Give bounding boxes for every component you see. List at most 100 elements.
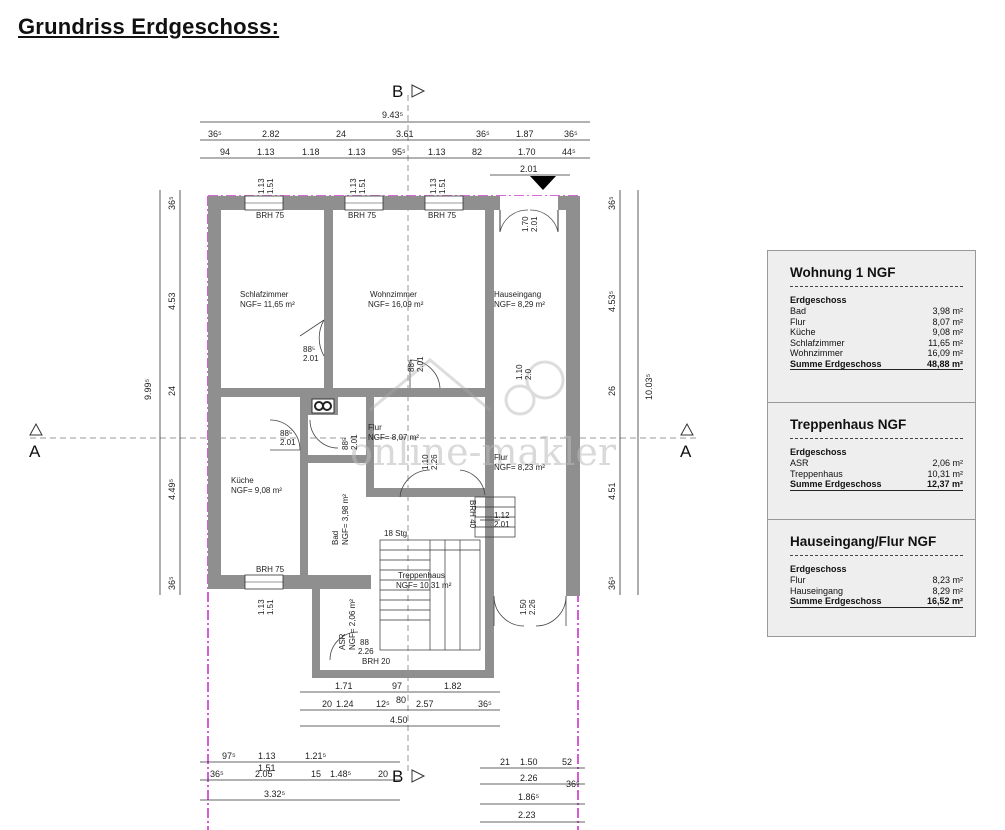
room-area: NGF= 10,31 m² [396, 581, 452, 590]
dimension-lines [159, 121, 639, 823]
svg-text:1.51: 1.51 [266, 599, 275, 615]
svg-text:1.51: 1.51 [258, 763, 276, 773]
svg-text:4.49⁵: 4.49⁵ [167, 478, 177, 500]
svg-text:52: 52 [562, 757, 572, 767]
svg-text:2.23: 2.23 [518, 810, 536, 820]
svg-text:1.70: 1.70 [521, 216, 530, 232]
room-name: Flur [368, 423, 382, 432]
svg-text:36⁵: 36⁵ [607, 576, 617, 590]
door-dimensions: 1.70 2.01 88⁵ 2.01 88⁵ 2.01 88⁵ 2.01 88⁵… [280, 216, 539, 656]
svg-text:1.10: 1.10 [421, 454, 430, 470]
legend-title: Hauseingang/Flur NGF [790, 534, 937, 549]
svg-text:24: 24 [336, 129, 346, 139]
svg-text:1.13: 1.13 [428, 147, 446, 157]
svg-text:36⁵: 36⁵ [566, 779, 580, 789]
brh-label: BRH 75 [256, 211, 285, 220]
section-marker-b: B [392, 767, 403, 786]
room-area: NGF= 11,65 m² [240, 300, 295, 309]
svg-text:94: 94 [220, 147, 230, 157]
svg-text:36⁵: 36⁵ [607, 196, 617, 210]
svg-text:1.24: 1.24 [336, 699, 354, 709]
section-marker-a: A [680, 442, 692, 461]
svg-text:36⁵: 36⁵ [167, 576, 177, 590]
section-arrow-icon [411, 769, 426, 783]
svg-text:88: 88 [360, 638, 369, 647]
svg-text:95⁵: 95⁵ [392, 147, 406, 157]
svg-text:3.32⁵: 3.32⁵ [264, 789, 286, 799]
stair-label: 18 Stg [384, 529, 407, 538]
svg-text:36⁵: 36⁵ [476, 129, 490, 139]
svg-text:21: 21 [500, 757, 510, 767]
svg-text:36⁵: 36⁵ [167, 196, 177, 210]
svg-text:3.61: 3.61 [396, 129, 414, 139]
room-area: NGF= 3,98 m² [341, 494, 350, 545]
svg-text:1.12: 1.12 [494, 511, 510, 520]
svg-text:36⁵: 36⁵ [210, 769, 224, 779]
svg-text:10.03⁵: 10.03⁵ [644, 373, 654, 400]
room-name: Schlafzimmer [240, 290, 289, 299]
svg-text:2.01: 2.01 [416, 356, 425, 372]
svg-text:2.05: 2.05 [255, 769, 273, 779]
svg-text:82: 82 [472, 147, 482, 157]
walls [208, 196, 580, 678]
svg-text:1.71: 1.71 [335, 681, 353, 691]
door-swing [318, 319, 325, 357]
svg-text:1.21⁵: 1.21⁵ [305, 751, 327, 761]
watermark-text: online-makler [350, 430, 617, 474]
svg-text:1.82: 1.82 [444, 681, 462, 691]
top-row1: 36⁵ 2.82 24 3.61 36⁵ 1.87 36⁵ [208, 129, 578, 139]
svg-text:1.18: 1.18 [302, 147, 320, 157]
legend-title: Treppenhaus NGF [790, 417, 907, 432]
brh-label: BRH 75 [428, 211, 457, 220]
stair-label: BRH 40 [468, 500, 477, 529]
svg-text:97⁵: 97⁵ [222, 751, 236, 761]
svg-text:1.48⁵: 1.48⁵ [330, 769, 352, 779]
svg-text:1.50: 1.50 [520, 757, 538, 767]
svg-text:88⁵: 88⁵ [341, 438, 350, 450]
svg-text:1.13: 1.13 [257, 147, 275, 157]
svg-text:2.26: 2.26 [528, 599, 537, 615]
svg-text:1.10: 1.10 [515, 364, 524, 380]
svg-text:24: 24 [167, 386, 177, 396]
section-arrow-icon [411, 84, 426, 98]
section-marker-b: B [392, 82, 403, 101]
door-swing [409, 359, 441, 389]
room-name: Bad [331, 531, 340, 545]
svg-text:2.26: 2.26 [520, 773, 538, 783]
svg-text:88⁵: 88⁵ [280, 429, 292, 438]
svg-text:20: 20 [322, 699, 332, 709]
room-area: NGF= 8,23 m² [494, 463, 545, 472]
room-name: ASR [338, 633, 347, 650]
svg-text:2.01: 2.01 [520, 164, 538, 174]
staircase [379, 496, 516, 651]
room-name: Küche [231, 476, 254, 485]
room-area: NGF= 16,09 m² [368, 300, 424, 309]
section-arrow-icon [29, 422, 43, 436]
svg-text:4.50: 4.50 [390, 715, 408, 725]
svg-text:26: 26 [607, 386, 617, 396]
svg-text:9.99⁵: 9.99⁵ [143, 378, 153, 400]
svg-text:4.53: 4.53 [167, 292, 177, 310]
svg-text:4.51: 4.51 [607, 482, 617, 500]
section-arrow-icon [680, 422, 694, 436]
watermark-logo [369, 358, 565, 416]
room-labels: Schlafzimmer NGF= 11,65 m² Wohnzimmer NG… [231, 290, 545, 650]
svg-text:36⁵: 36⁵ [208, 129, 222, 139]
svg-text:1.13: 1.13 [349, 178, 358, 194]
svg-text:1.13: 1.13 [348, 147, 366, 157]
section-marker-a: A [29, 442, 41, 461]
svg-text:36⁵: 36⁵ [564, 129, 578, 139]
dim-label: 9.43⁵ [382, 110, 404, 120]
legend-title: Wohnung 1 NGF [790, 265, 896, 280]
top-row2: 94 1.13 1.18 1.13 95⁵ 1.13 82 1.70 44⁵ [220, 147, 576, 157]
brh-label: BRH 75 [348, 211, 377, 220]
svg-text:1.51: 1.51 [358, 178, 367, 194]
svg-text:1.70: 1.70 [518, 147, 536, 157]
svg-text:2.01: 2.01 [530, 216, 539, 232]
room-name: Wohnzimmer [370, 290, 417, 299]
svg-text:1.13: 1.13 [257, 178, 266, 194]
room-area: NGF= 8,29 m² [494, 300, 545, 309]
